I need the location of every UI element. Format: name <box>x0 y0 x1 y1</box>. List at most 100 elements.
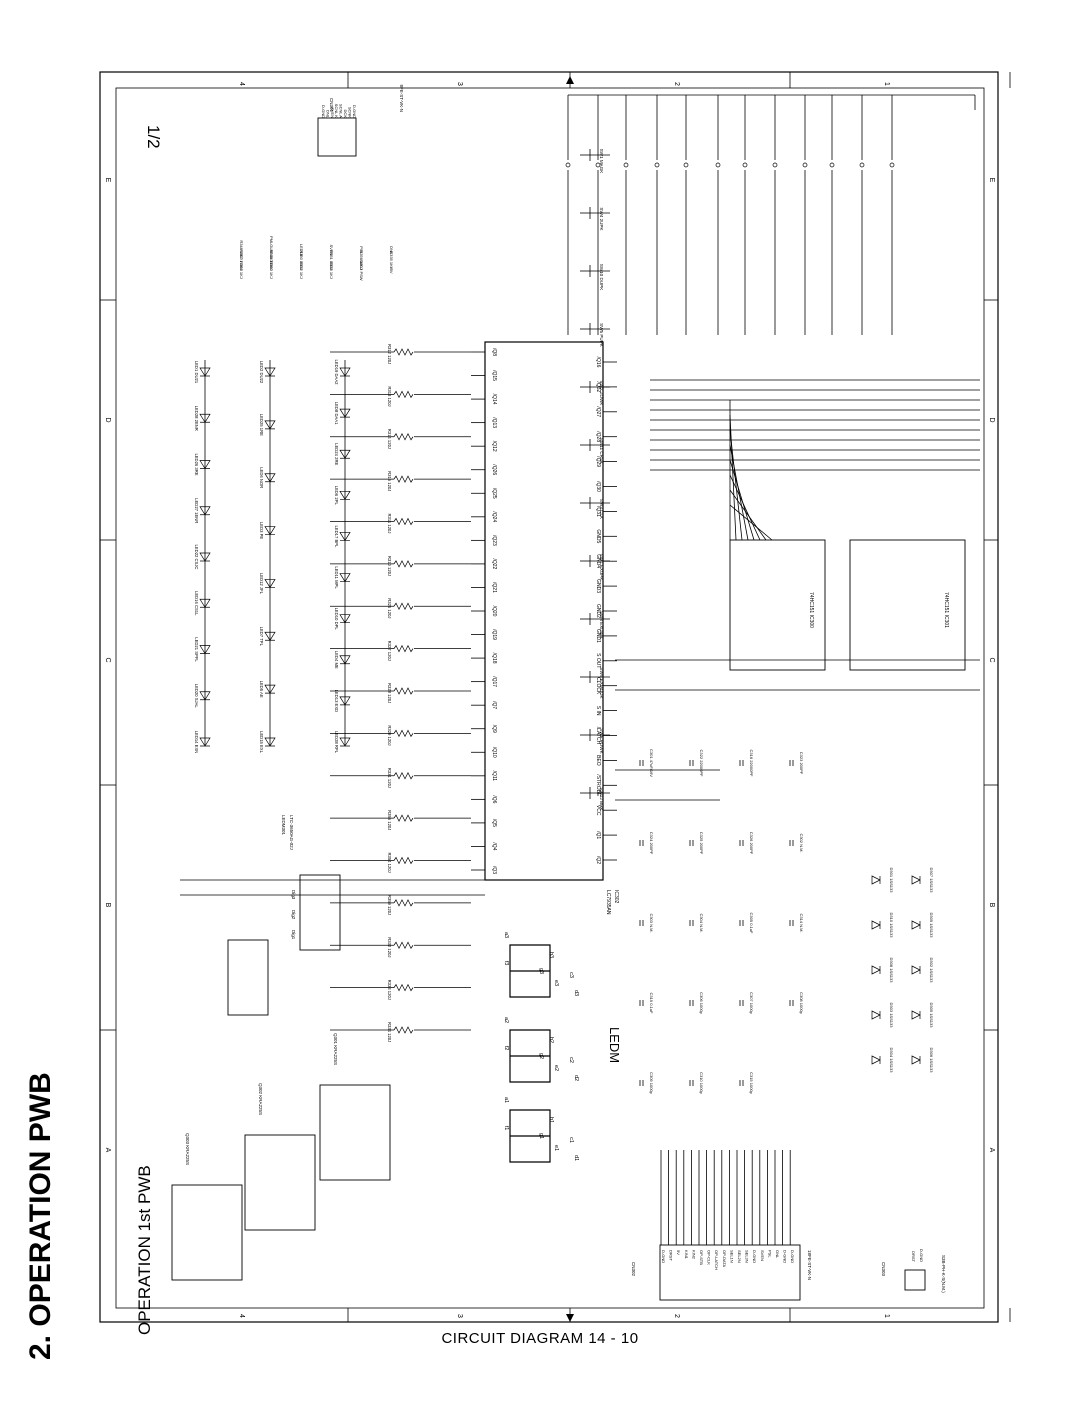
cn302-part: 18FE-ST-VK-N <box>807 1250 812 1280</box>
ic-pin-label: /Q3 <box>491 866 497 874</box>
led-symbol <box>199 737 211 747</box>
cap-label: C326 200PF <box>749 832 754 855</box>
cn301-part: 8FE-ST-VK-N <box>399 84 404 112</box>
led-label: LED11 MPL <box>334 566 339 589</box>
ic-pin-label: /Q23 <box>491 535 497 546</box>
segment-label: f2 <box>503 1046 509 1051</box>
resistor-label: R328 120J <box>387 683 392 703</box>
resistor <box>393 771 414 780</box>
segment-label: a1 <box>503 1097 509 1103</box>
cap-label: C319 0.1uF <box>649 993 654 1014</box>
switch-node <box>742 162 748 168</box>
bus-wire <box>729 429 743 541</box>
misc-label: ONL <box>389 246 394 255</box>
cn302-pin: SEL2N <box>737 1250 742 1263</box>
switch-node <box>654 162 660 168</box>
cn301-pin: SCNL A <box>339 104 344 118</box>
led-label: LED1 DU21 <box>194 361 199 384</box>
ic-pin-label: /Q29 <box>595 456 601 467</box>
cn302-pin: KIN2 <box>691 1250 696 1260</box>
cap-label: C323 200PF <box>799 752 804 775</box>
switch-label: SW4 2UPK <box>599 207 604 231</box>
cn302-pin: DRST <box>669 1250 674 1261</box>
resistor <box>393 602 414 611</box>
inner-border <box>115 87 985 1309</box>
digit-select: Dig2 <box>291 910 296 920</box>
ic-pin-label: CLOCK <box>595 677 601 695</box>
bus-wire <box>729 474 761 541</box>
ic-pin-label: GND1 <box>595 629 601 643</box>
diode-symbol <box>911 920 921 930</box>
switch-label: SW5 PUPK <box>599 323 604 348</box>
cap-label: C315 1000p <box>749 1072 754 1095</box>
segment-label: g1 <box>538 1133 544 1139</box>
cn302-pin: KIN1 <box>684 1250 689 1260</box>
cn301-pin: SCNL K <box>334 104 339 119</box>
led-symbol <box>199 506 211 516</box>
cn302-pin: OP-STB <box>699 1250 704 1265</box>
cn302-pin: D-GND <box>783 1250 788 1263</box>
resistor <box>393 432 414 441</box>
led-symbol <box>264 473 276 483</box>
resistor-label: R332 120J <box>387 937 392 957</box>
led-display-ref: LEDM301 <box>281 815 286 836</box>
resistor-label: R312 120J <box>387 344 392 364</box>
row-marker: C <box>988 657 995 662</box>
center-arrow <box>566 76 574 84</box>
wiring <box>180 94 980 1245</box>
switch-label: SW2 ZOWK <box>599 380 604 406</box>
cap-label: C309 1000p <box>649 1072 654 1095</box>
transistor-block <box>171 1184 243 1281</box>
column-marker: 1 <box>883 1314 890 1318</box>
switch-node <box>595 162 601 168</box>
diode-label: D307 1SS133 <box>929 868 934 894</box>
led-label: LED24 2RE <box>334 443 339 465</box>
row-marker: B <box>104 903 111 908</box>
diode-symbol <box>911 1010 921 1020</box>
ic-pin-label: /Q14 <box>491 394 497 405</box>
column-marker: 2 <box>673 82 680 86</box>
switch-label: SW3 CLK <box>599 499 604 520</box>
resistor-label: R359 120J <box>387 895 392 915</box>
led-symbol <box>264 631 276 641</box>
seven-seg-digit <box>509 1109 551 1163</box>
column-marker: 1 <box>883 82 890 86</box>
misc-label: +5V <box>389 266 394 274</box>
led-symbol <box>264 579 276 589</box>
cn302-pin: D-GND <box>752 1250 757 1263</box>
segment-label: f3 <box>503 961 509 966</box>
diode-label: D304 1SS133 <box>889 1048 894 1074</box>
mux-label: 74HC151 IC301 <box>943 592 949 628</box>
led-label: LED20 SJAL <box>194 684 199 709</box>
display-block <box>227 939 269 1016</box>
transistor-label: Q302 KRA225S <box>258 1083 263 1115</box>
resistor-label: R331 120J <box>387 768 392 788</box>
cap-label: C305 0.1uF <box>749 913 754 934</box>
resistor-label: R354 120J <box>387 853 392 873</box>
switch-label: SW12 BRK <box>599 787 604 811</box>
led-symbol <box>339 449 351 459</box>
resistor <box>393 899 414 907</box>
resistor-label: R334 120J <box>387 1022 392 1042</box>
led-symbol <box>199 691 211 701</box>
cap-label: C308 1000p <box>799 992 804 1015</box>
ic-pin-label: /Q30 <box>595 481 601 492</box>
ic-pin-label: /Q17 <box>491 676 497 687</box>
resistor <box>393 687 414 695</box>
cn301-pin: DCK <box>343 110 348 119</box>
ic-pin-label: /Q1 <box>595 831 601 839</box>
ic-pin-label: /Q22 <box>491 558 497 569</box>
diode-symbol <box>911 1055 921 1065</box>
misc-label: R350 150J <box>299 250 304 269</box>
switch-node <box>715 162 721 168</box>
misc-label: R336 1KJ <box>239 261 244 279</box>
segment-label: c1 <box>568 1137 574 1143</box>
led-label: LED3 PE <box>259 522 264 539</box>
diode-label: D301 1SS133 <box>889 868 894 894</box>
ic-pin-label: /Q13 <box>491 417 497 428</box>
led-label: LED17 BPL <box>334 525 339 548</box>
ic302-body <box>484 341 604 881</box>
segment-label: e1 <box>553 1145 559 1151</box>
cn303-ref: CN303 <box>881 1262 886 1277</box>
